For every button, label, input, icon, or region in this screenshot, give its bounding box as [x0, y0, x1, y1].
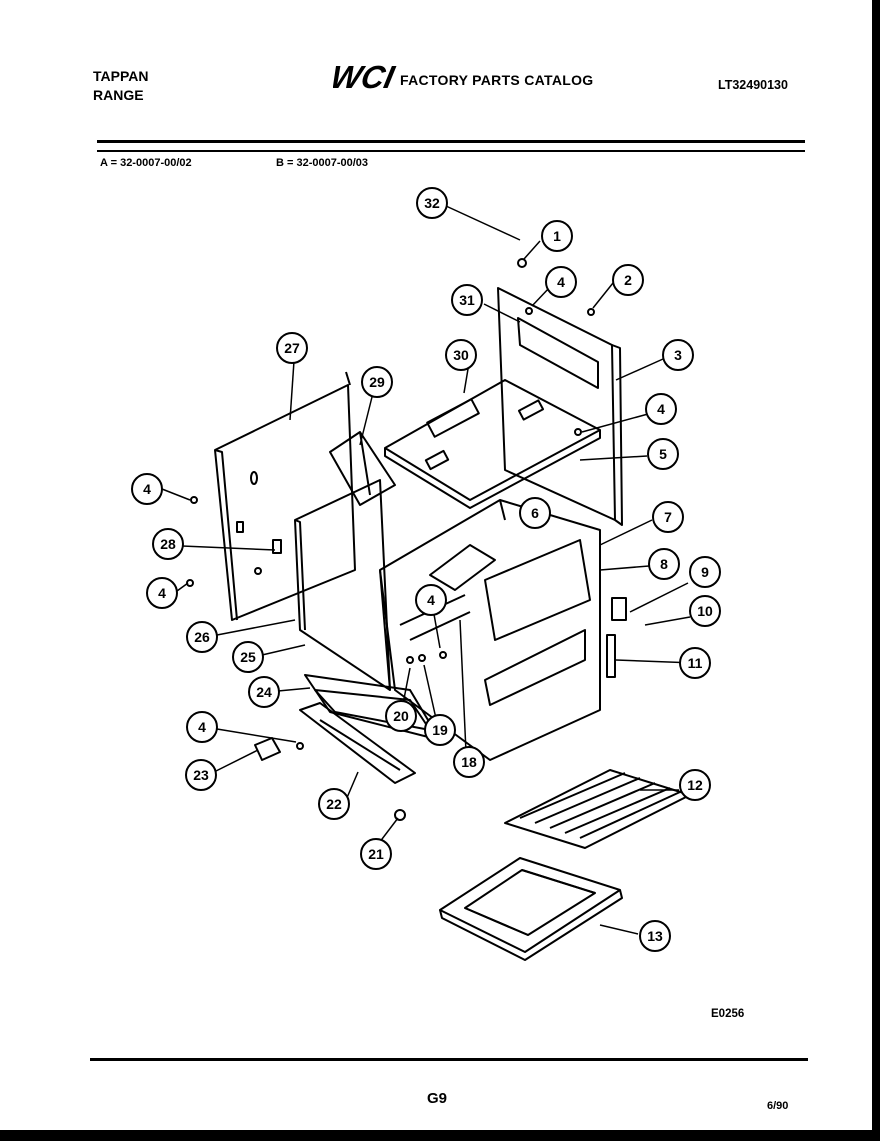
callout-label-6: 6 — [531, 505, 539, 521]
callout-label-26: 26 — [194, 629, 210, 645]
callout-2 — [612, 264, 644, 296]
header-rule-thin — [97, 150, 805, 152]
callout-label-31: 31 — [459, 292, 475, 308]
callout-label-18: 18 — [461, 754, 477, 770]
callout-label-4a: 4 — [557, 274, 565, 290]
top-panel — [384, 379, 601, 501]
callout-label-24: 24 — [256, 684, 272, 700]
callout-label-13: 13 — [647, 928, 663, 944]
callout-label-9: 9 — [701, 564, 709, 580]
catalog-number: LT32490130 — [718, 78, 788, 92]
callout-3 — [662, 339, 694, 371]
callout-20 — [385, 700, 417, 732]
callout-23 — [185, 759, 217, 791]
callout-5 — [647, 438, 679, 470]
oven-liner-side — [294, 479, 391, 691]
callout-19 — [424, 714, 456, 746]
callout-32 — [416, 187, 448, 219]
callout-22 — [318, 788, 350, 820]
callout-4b — [645, 393, 677, 425]
callout-label-3: 3 — [674, 347, 682, 363]
callout-6 — [519, 497, 551, 529]
callout-label-21: 21 — [368, 846, 384, 862]
callout-label-19: 19 — [432, 722, 448, 738]
callout-9 — [689, 556, 721, 588]
diagram-code: E0256 — [711, 1008, 745, 1020]
callout-label-11: 11 — [688, 655, 703, 671]
callout-label-29: 29 — [369, 374, 385, 390]
callout-24 — [248, 676, 280, 708]
callout-label-2: 2 — [624, 272, 632, 288]
brand-label: TAPPAN RANGE — [93, 67, 148, 105]
callout-12 — [679, 769, 711, 801]
header-rule-thick — [97, 140, 805, 143]
callout-label-10: 10 — [697, 603, 713, 619]
burner-baffle — [329, 431, 396, 506]
callout-label-32: 32 — [424, 195, 440, 211]
callout-label-4c: 4 — [143, 481, 151, 497]
leveling-bracket — [254, 737, 281, 761]
model-a-label: A = 32-0007-00/02 — [100, 157, 192, 169]
brand-line-2: RANGE — [93, 87, 144, 103]
callout-1 — [541, 220, 573, 252]
callout-7 — [652, 501, 684, 533]
catalog-title: FACTORY PARTS CATALOG — [400, 72, 594, 88]
date-code: 6/90 — [767, 1100, 789, 1112]
callout-label-28: 28 — [160, 536, 176, 552]
callout-label-22: 22 — [326, 796, 342, 812]
callout-4c — [131, 473, 163, 505]
model-b-label: B = 32-0007-00/03 — [276, 157, 369, 169]
callout-26 — [186, 621, 218, 653]
callout-label-4b: 4 — [657, 401, 665, 417]
brand-line-1: TAPPAN — [93, 68, 149, 84]
callout-4f — [186, 711, 218, 743]
page-number: G9 — [427, 1090, 448, 1107]
wci-logo: WCI — [333, 60, 397, 94]
oven-lower-vent — [484, 629, 586, 706]
callout-11 — [679, 647, 711, 679]
oven-window — [484, 539, 591, 641]
callout-27 — [276, 332, 308, 364]
callout-label-8: 8 — [660, 556, 668, 572]
callout-label-4e: 4 — [427, 592, 435, 608]
back-panel — [497, 287, 616, 521]
wci-logo-text: WCI — [333, 60, 397, 94]
callout-25 — [232, 641, 264, 673]
left-side-panel-flange — [214, 449, 238, 621]
callout-8 — [648, 548, 680, 580]
callout-30 — [445, 339, 477, 371]
callout-label-12: 12 — [687, 777, 703, 793]
callout-label-23: 23 — [193, 767, 209, 783]
callout-29 — [361, 366, 393, 398]
callout-label-20: 20 — [393, 708, 409, 724]
callout-label-1: 1 — [553, 228, 561, 244]
kick-plate — [299, 702, 416, 784]
left-side-panel — [214, 384, 356, 621]
callout-21 — [360, 838, 392, 870]
callout-label-27: 27 — [284, 340, 300, 356]
callout-label-30: 30 — [453, 347, 469, 363]
footer-rule — [90, 1058, 808, 1061]
callout-4a — [545, 266, 577, 298]
callout-4d — [146, 577, 178, 609]
back-vent — [517, 317, 599, 389]
callout-label-4d: 4 — [158, 585, 166, 601]
callout-label-5: 5 — [659, 446, 667, 462]
callout-28 — [152, 528, 184, 560]
callout-label-7: 7 — [664, 509, 672, 525]
callout-4e — [415, 584, 447, 616]
oven-rack — [504, 769, 691, 849]
broiler-pan — [439, 857, 623, 961]
callout-13 — [639, 920, 671, 952]
callout-label-4f: 4 — [198, 719, 206, 735]
callout-label-25: 25 — [240, 649, 256, 665]
callout-18 — [453, 746, 485, 778]
callout-31 — [451, 284, 483, 316]
callout-10 — [689, 595, 721, 627]
